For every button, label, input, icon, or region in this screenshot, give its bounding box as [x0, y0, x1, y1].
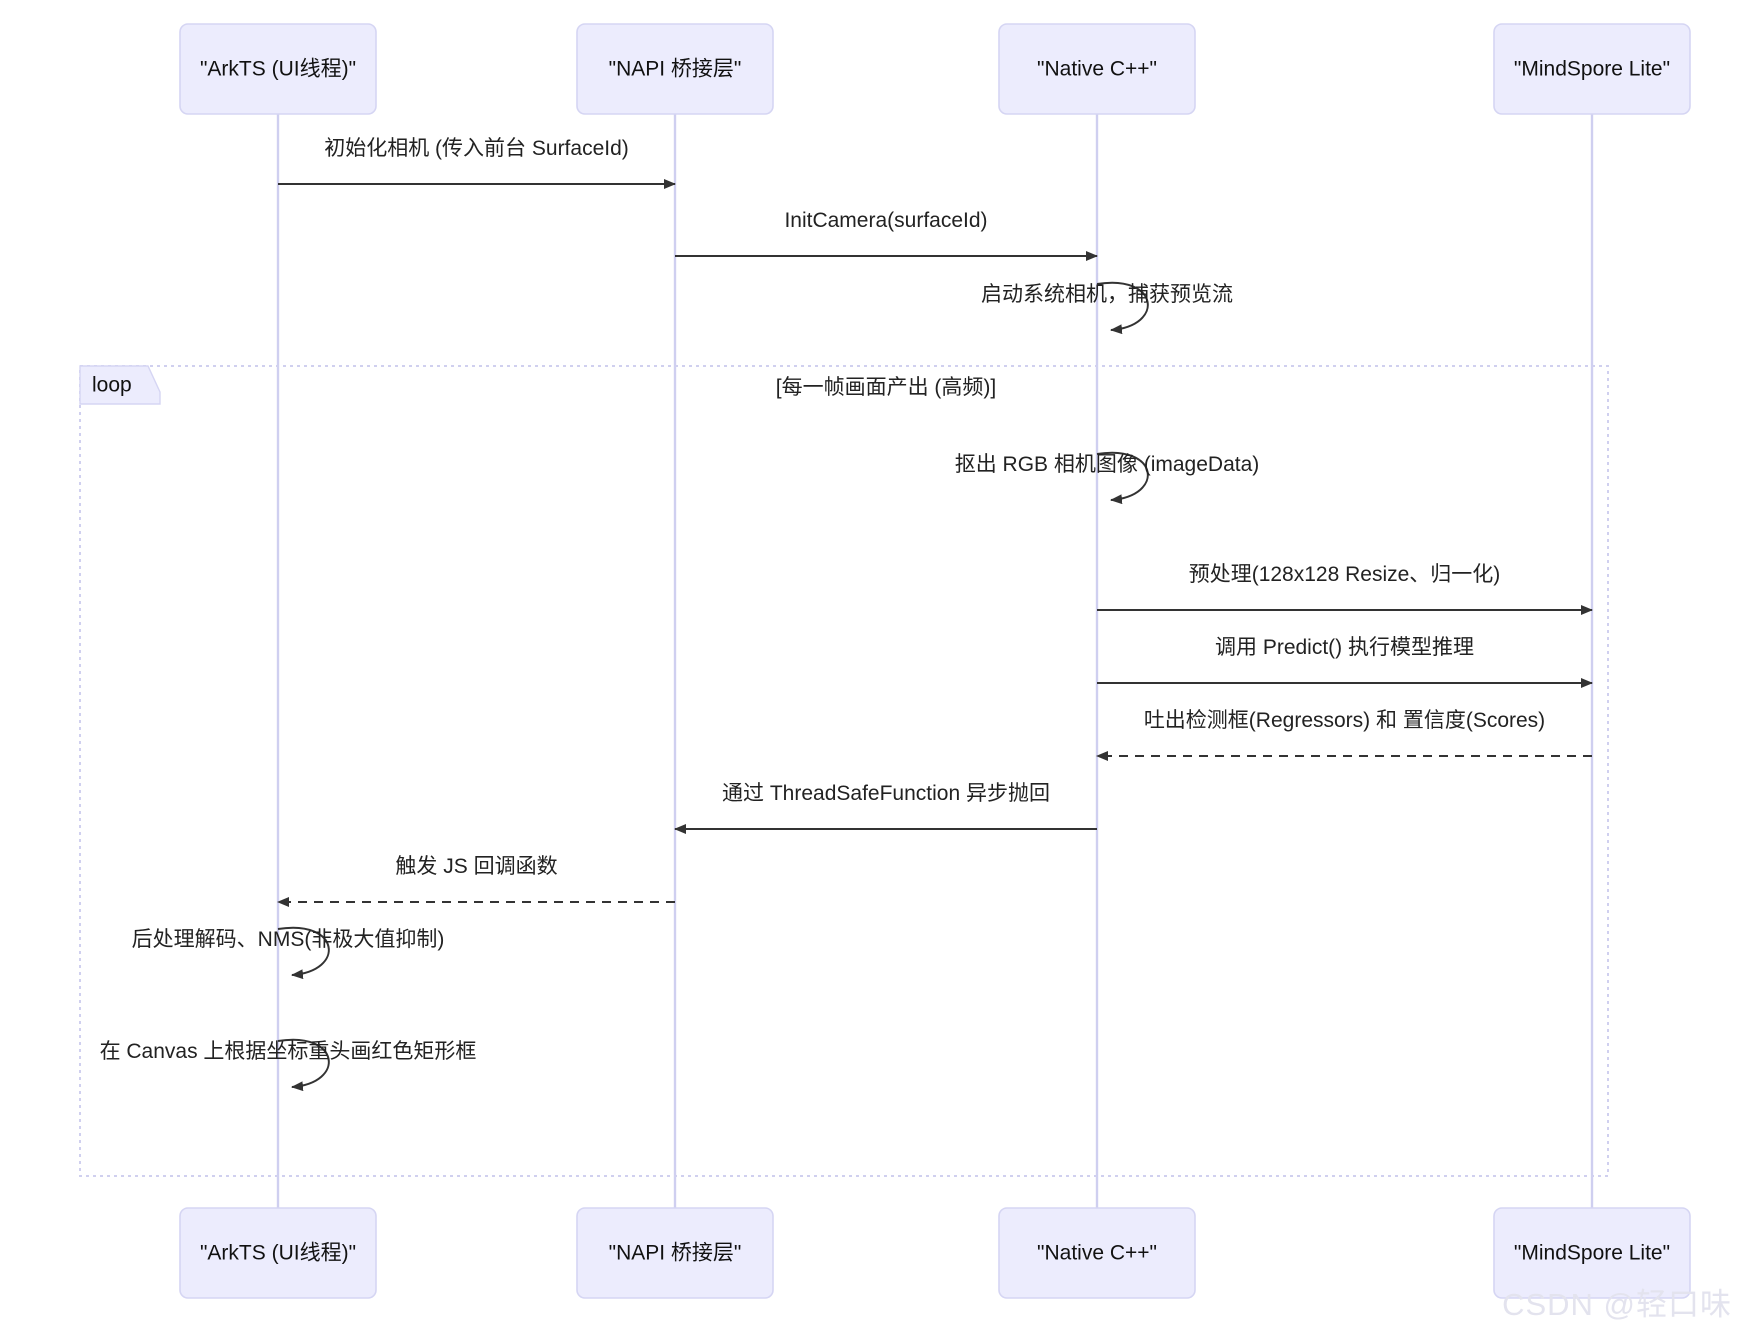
message-m1: 初始化相机 (传入前台 SurfaceId) — [278, 137, 676, 189]
loop-fragment-border — [79, 365, 1609, 1177]
self-message-arrow — [1096, 451, 1149, 505]
message-label: 后处理解码、NMS(非极大值抑制) — [132, 928, 445, 951]
self-message-arrow — [277, 926, 330, 980]
message-label: 调用 Predict() 执行模型推理 — [1215, 636, 1474, 659]
message-label: InitCamera(surfaceId) — [784, 209, 987, 232]
csdn-watermark: CSDN @轻口味 — [1502, 1287, 1732, 1322]
actor-label-mindspore-top: "MindSpore Lite" — [1514, 58, 1670, 81]
actor-box-napi-bottom[interactable] — [576, 1207, 774, 1299]
message-m2: InitCamera(surfaceId) — [675, 209, 1098, 261]
lifelines-group — [276, 114, 1594, 1208]
actor-label-napi-bottom: "NAPI 桥接层" — [609, 1242, 742, 1265]
loop-fragment-condition: [每一帧画面产出 (高频)] — [776, 376, 997, 399]
messages-group: 初始化相机 (传入前台 SurfaceId) InitCamera(surface… — [100, 137, 1593, 1092]
message-label: 启动系统相机，捕获预览流 — [981, 283, 1233, 306]
message-m4: 抠出 RGB 相机图像 (imageData) — [955, 451, 1260, 505]
message-label: 在 Canvas 上根据坐标重头画红色矩形框 — [100, 1040, 477, 1063]
actor-box-mindspore-bottom[interactable] — [1493, 1207, 1691, 1299]
actor-box-native-top[interactable] — [998, 23, 1196, 115]
self-message-arrow — [1096, 281, 1149, 335]
message-label: 通过 ThreadSafeFunction 异步抛回 — [722, 782, 1050, 805]
actor-box-mindspore-top[interactable] — [1493, 23, 1691, 115]
message-m6: 调用 Predict() 执行模型推理 — [1097, 636, 1593, 688]
message-m5: 预处理(128x128 Resize、归一化) — [1097, 563, 1593, 615]
loop-fragment-tab-label: loop — [92, 374, 132, 397]
message-label: 抠出 RGB 相机图像 (imageData) — [955, 453, 1260, 476]
actor-box-arkts-top[interactable] — [179, 23, 377, 115]
self-message-arrow — [277, 1038, 330, 1092]
actor-box-native-bottom[interactable] — [998, 1207, 1196, 1299]
message-m3: 启动系统相机，捕获预览流 — [981, 281, 1233, 335]
actor-label-native-bottom: "Native C++" — [1037, 1242, 1157, 1265]
message-label: 吐出检测框(Regressors) 和 置信度(Scores) — [1144, 709, 1545, 732]
actor-label-napi-top: "NAPI 桥接层" — [609, 58, 742, 81]
actor-box-arkts-bottom[interactable] — [179, 1207, 377, 1299]
actor-label-mindspore-bottom: "MindSpore Lite" — [1514, 1242, 1670, 1265]
message-m11: 在 Canvas 上根据坐标重头画红色矩形框 — [100, 1038, 477, 1092]
actor-label-arkts-bottom: "ArkTS (UI线程)" — [200, 1242, 356, 1265]
actors-top-group: "ArkTS (UI线程)" "NAPI 桥接层" "Native C++" "Min… — [179, 23, 1691, 115]
message-label: 触发 JS 回调函数 — [395, 855, 557, 878]
actors-bottom-group: "ArkTS (UI线程)" "NAPI 桥接层" "Native C++" "Min… — [179, 1207, 1691, 1299]
actor-label-arkts-top: "ArkTS (UI线程)" — [200, 58, 356, 81]
message-m7: 吐出检测框(Regressors) 和 置信度(Scores) — [1096, 709, 1592, 761]
actor-label-native-top: "Native C++" — [1037, 58, 1157, 81]
message-label: 初始化相机 (传入前台 SurfaceId) — [324, 137, 629, 160]
message-label: 预处理(128x128 Resize、归一化) — [1189, 563, 1501, 586]
actor-box-napi-top[interactable] — [576, 23, 774, 115]
message-m9: 触发 JS 回调函数 — [277, 855, 675, 907]
message-m8: 通过 ThreadSafeFunction 异步抛回 — [674, 782, 1097, 834]
loop-fragment-tab — [79, 365, 161, 405]
message-m10: 后处理解码、NMS(非极大值抑制) — [132, 926, 445, 980]
loop-fragment-group: loop [每一帧画面产出 (高频)] — [79, 365, 1609, 1177]
